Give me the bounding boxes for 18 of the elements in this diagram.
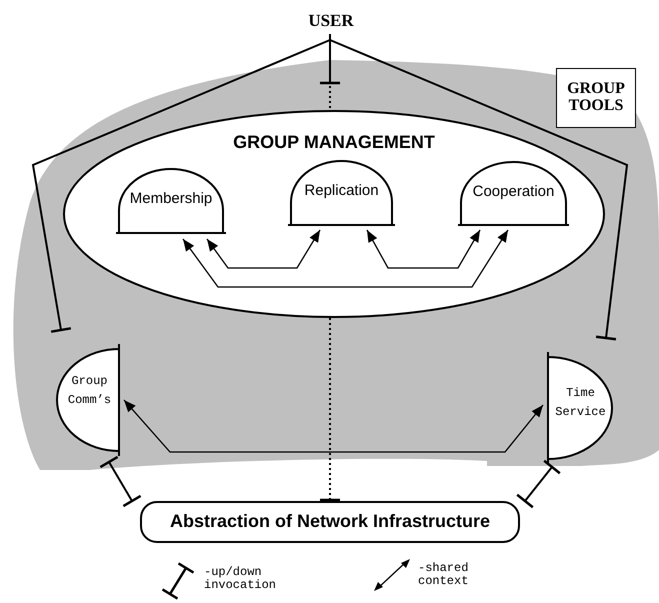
double-arrow [366, 230, 481, 269]
double-arrow [206, 230, 321, 269]
component-label: Replication [303, 182, 380, 200]
invocation-line [318, 318, 342, 502]
legend-text: -shared context [418, 562, 470, 588]
ellipse-title: GROUP MANAGEMENT [232, 132, 436, 153]
legend-text: -up/down invocation [204, 566, 278, 592]
double-arrow [124, 400, 544, 453]
double-arrow [182, 230, 509, 288]
component-label: Cooperation [472, 182, 556, 200]
layer-label: Abstraction of Network Infrastructure [168, 511, 492, 532]
group-tools-label: GROUP TOOLS [556, 68, 636, 128]
component-label: Membership [128, 190, 214, 208]
user-label: USER [307, 11, 355, 31]
component-label: Group Comm’s [66, 373, 112, 410]
component-label: Time Service [554, 385, 607, 422]
invocation-line [99, 456, 142, 508]
invocation-line [516, 460, 562, 508]
